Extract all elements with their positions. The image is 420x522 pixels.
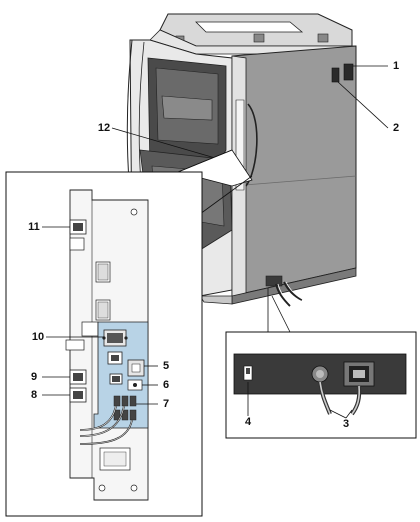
callout-3: 3 — [342, 418, 350, 430]
callout-4: 4 — [244, 416, 252, 428]
callout-5: 5 — [162, 360, 170, 372]
leader-lines-detail — [42, 226, 158, 405]
zoom-connector-left — [176, 149, 253, 215]
callout-8: 8 — [30, 389, 38, 401]
leader-lines-power — [247, 382, 353, 419]
machine-rear-view — [126, 13, 357, 307]
power-detail-panel — [225, 331, 417, 439]
callout-7: 7 — [162, 398, 170, 410]
zoom-connector-right — [267, 288, 291, 333]
callout-11: 11 — [28, 221, 40, 233]
callout-10: 10 — [31, 331, 45, 343]
callout-1: 1 — [392, 60, 400, 72]
interface-detail-panel — [5, 171, 203, 517]
leader-lines-main — [111, 65, 389, 161]
callout-9: 9 — [30, 371, 38, 383]
callout-6: 6 — [162, 379, 170, 391]
callout-12: 12 — [97, 122, 111, 134]
callout-2: 2 — [392, 122, 400, 134]
